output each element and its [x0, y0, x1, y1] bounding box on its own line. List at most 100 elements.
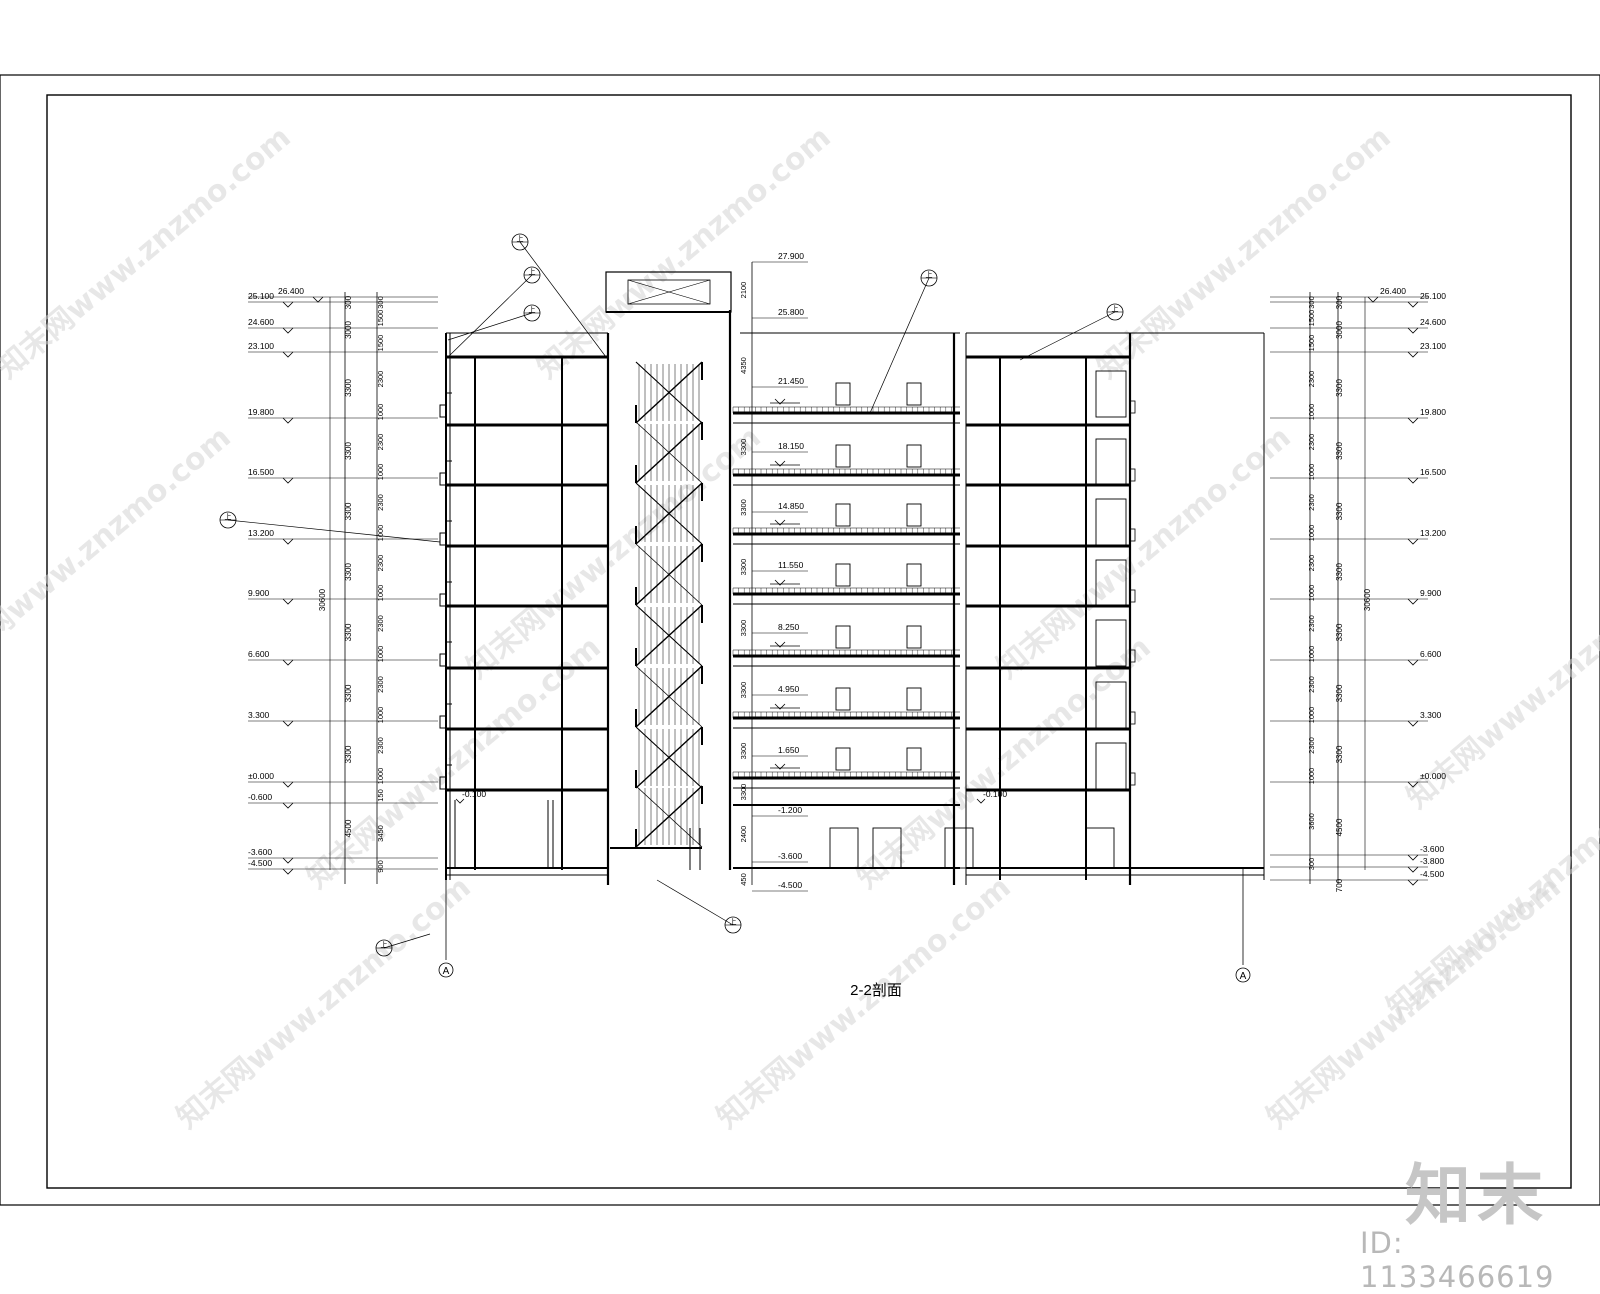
elevation-label-left: 9.900 — [248, 588, 270, 598]
stair-handrail-back — [635, 726, 703, 789]
floor-level-label: -0.100 — [983, 789, 1007, 799]
right-basement-door — [1085, 827, 1115, 869]
dimension-value-left-inner: 1500 — [376, 335, 385, 352]
elevation-marker — [1407, 866, 1419, 873]
right-window-frame — [1129, 649, 1136, 663]
dimension-value-right: 4500 — [1335, 818, 1344, 836]
dimension-value-left: 300 — [344, 295, 353, 309]
right-door — [1095, 619, 1127, 667]
room-door — [906, 563, 922, 587]
dimension-value-left-inner: 1000 — [376, 585, 385, 602]
elevation-marker — [282, 868, 294, 875]
elevation-marker — [1407, 854, 1419, 861]
callout — [1019, 303, 1124, 361]
stair-handrail-back — [635, 361, 703, 424]
callout-symbol: 上 — [730, 917, 737, 926]
dimension-value-left-inner: 2300 — [376, 737, 385, 754]
elevation-label-right: 19.800 — [1420, 407, 1446, 417]
callout — [219, 511, 441, 543]
roof-tank-inner — [627, 279, 711, 305]
dimension-value-left: 3000 — [344, 321, 353, 339]
dimension-value-left: 3300 — [344, 563, 353, 581]
dimension-value-right-inner: 2300 — [1307, 371, 1316, 388]
elevation-marker — [774, 641, 786, 648]
callout — [656, 879, 742, 934]
dimension-value-right-inner: 2300 — [1307, 494, 1316, 511]
inner-border — [46, 94, 1572, 1189]
elevation-label-left: 6.600 — [248, 649, 270, 659]
right-door — [1095, 742, 1127, 790]
elevation-label-stair: 8.250 — [778, 622, 800, 632]
callout-leader — [869, 277, 930, 414]
elevation-label-right: 16.500 — [1420, 467, 1446, 477]
callout-leader — [447, 274, 533, 358]
dimension-value-right-inner: 1000 — [1307, 585, 1316, 602]
right-window-frame — [1129, 468, 1136, 482]
elevation-marker — [1407, 417, 1419, 424]
watermark-text: 知末网www.znzmo.com — [170, 870, 477, 1136]
dimension-value-right-inner: 1000 — [1307, 464, 1316, 481]
corridor-floor — [732, 503, 960, 545]
stair-dimension-value: 3300 — [739, 682, 748, 699]
elevation-marker — [282, 417, 294, 424]
stair-handrail-back — [635, 665, 703, 728]
dimension-value-right: 3300 — [1335, 442, 1344, 460]
dimension-value-right-inner: 1000 — [1307, 646, 1316, 663]
building-section — [439, 271, 1265, 885]
stair-dimension-value: 450 — [739, 873, 748, 886]
callout-leader — [227, 519, 441, 543]
elevation-marker — [1407, 351, 1419, 358]
callout — [869, 269, 938, 414]
stair-dimension-value: 3300 — [739, 439, 748, 456]
room-door — [835, 382, 851, 406]
dimension-value-left-inner: 2300 — [376, 371, 385, 388]
left-window-frame — [439, 593, 447, 607]
dimension-value-left-inner: 3450 — [376, 825, 385, 842]
image-id-label: ID: 1133466619 — [1360, 1226, 1555, 1294]
basement-door — [872, 827, 902, 869]
right-window-frame — [1129, 772, 1136, 786]
callout — [447, 266, 541, 358]
stair-dimension-value: 3300 — [739, 559, 748, 576]
dimension-value-right: 3300 — [1335, 502, 1344, 520]
callout — [447, 304, 541, 341]
corridor-floor — [732, 563, 960, 605]
stair-dimension-value: 4350 — [739, 357, 748, 374]
dimension-value-right-inner: 1000 — [1307, 525, 1316, 542]
elevation-label-right: 3.300 — [1420, 710, 1442, 720]
elevation-label-right: 23.100 — [1420, 341, 1446, 351]
elevation-label-left: 25.100 — [248, 291, 274, 301]
dimension-value-left: 3300 — [344, 442, 353, 460]
right-window-frame — [1129, 589, 1136, 603]
elevation-label-right: 26.400 — [1380, 286, 1406, 296]
dimension-value-right-inner: 2300 — [1307, 615, 1316, 632]
stair-dimension-value: 3300 — [739, 784, 748, 801]
dimension-value-right-inner: 3600 — [1307, 813, 1316, 830]
dimension-value-left: 3300 — [344, 379, 353, 397]
elevation-marker — [282, 598, 294, 605]
room-door — [906, 503, 922, 527]
dimension-value-right-inner: 1500 — [1307, 335, 1316, 352]
corridor-floor — [732, 625, 960, 667]
corridor-floor — [732, 747, 960, 789]
watermark-text: 知末网www.znzmo.com — [0, 420, 238, 686]
dimension-value-left-inner: 2300 — [376, 434, 385, 451]
elevation-marker — [1407, 327, 1419, 334]
elevation-label-left: -4.500 — [248, 858, 272, 868]
stair-dimension-value: 2400 — [739, 826, 748, 843]
watermark-text: 知末网www.znzmo.com — [710, 870, 1017, 1136]
room-door — [835, 747, 851, 771]
watermark-text: 知末网www.znzmo.com — [1090, 120, 1397, 386]
callout-symbol: 上 — [381, 940, 388, 949]
corridor-floor — [732, 444, 960, 486]
dimension-value-right: 3300 — [1335, 623, 1344, 641]
dimension-value-left-inner: 1000 — [376, 464, 385, 481]
elevation-marker — [282, 802, 294, 809]
dimension-value-right-inner: 1500 — [1307, 310, 1316, 327]
elevation-label-right: 6.600 — [1420, 649, 1442, 659]
dimension-value-right-inner: 1000 — [1307, 768, 1316, 785]
stair-flight — [635, 726, 703, 789]
elevation-marker — [282, 720, 294, 727]
room-door — [906, 382, 922, 406]
